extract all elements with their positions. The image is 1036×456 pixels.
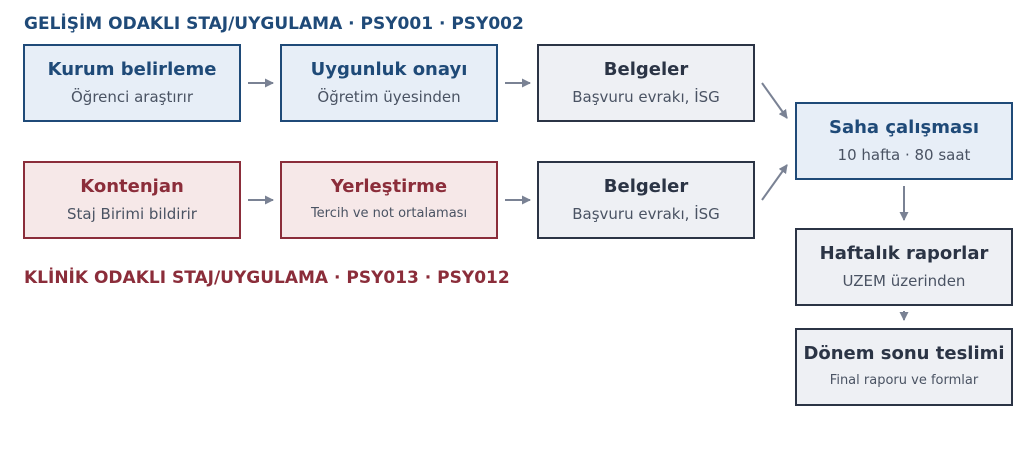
arrow-dev-documents-to-fieldwork bbox=[761, 82, 788, 119]
institution-selection-box: Kurum belirleme Öğrenci araştırır bbox=[23, 44, 241, 122]
box-title: Kurum belirleme bbox=[47, 59, 217, 80]
weekly-reports-box: Haftalık raporlar UZEM üzerinden bbox=[795, 228, 1013, 306]
box-title: Haftalık raporlar bbox=[819, 243, 989, 264]
eligibility-approval-box: Uygunluk onayı Öğretim üyesinden bbox=[280, 44, 498, 122]
box-subtitle: Başvuru evrakı, İSG bbox=[572, 88, 720, 106]
box-title: Dönem sonu teslimi bbox=[803, 343, 1005, 364]
clinical-documents-box: Belgeler Başvuru evrakı, İSG bbox=[537, 161, 755, 239]
quota-box: Kontenjan Staj Birimi bildirir bbox=[23, 161, 241, 239]
box-title: Saha çalışması bbox=[829, 117, 979, 138]
box-subtitle: Staj Birimi bildirir bbox=[67, 205, 197, 223]
box-subtitle: Final raporu ve formlar bbox=[829, 373, 979, 388]
box-subtitle: 10 hafta · 80 saat bbox=[837, 146, 971, 164]
arrow-clin-documents-to-fieldwork bbox=[761, 164, 788, 201]
developmental-track-heading: GELİŞİM ODAKLI STAJ/UYGULAMA · PSY001 · … bbox=[24, 14, 524, 34]
box-title: Kontenjan bbox=[80, 176, 184, 197]
final-submission-box: Dönem sonu teslimi Final raporu ve forml… bbox=[795, 328, 1013, 406]
box-title: Belgeler bbox=[603, 59, 689, 80]
developmental-documents-box: Belgeler Başvuru evrakı, İSG bbox=[537, 44, 755, 122]
box-subtitle: Tercih ve not ortalaması bbox=[310, 206, 468, 221]
box-title: Belgeler bbox=[603, 176, 689, 197]
clinical-track-heading: KLİNİK ODAKLI STAJ/UYGULAMA · PSY013 · P… bbox=[24, 268, 510, 288]
box-title: Yerleştirme bbox=[330, 176, 448, 197]
box-subtitle: UZEM üzerinden bbox=[842, 272, 966, 290]
box-subtitle: Başvuru evrakı, İSG bbox=[572, 205, 720, 223]
box-title: Uygunluk onayı bbox=[310, 59, 468, 80]
fieldwork-box: Saha çalışması 10 hafta · 80 saat bbox=[795, 102, 1013, 180]
box-subtitle: Öğrenci araştırır bbox=[71, 88, 193, 106]
box-subtitle: Öğretim üyesinden bbox=[317, 88, 461, 106]
placement-box: Yerleştirme Tercih ve not ortalaması bbox=[280, 161, 498, 239]
